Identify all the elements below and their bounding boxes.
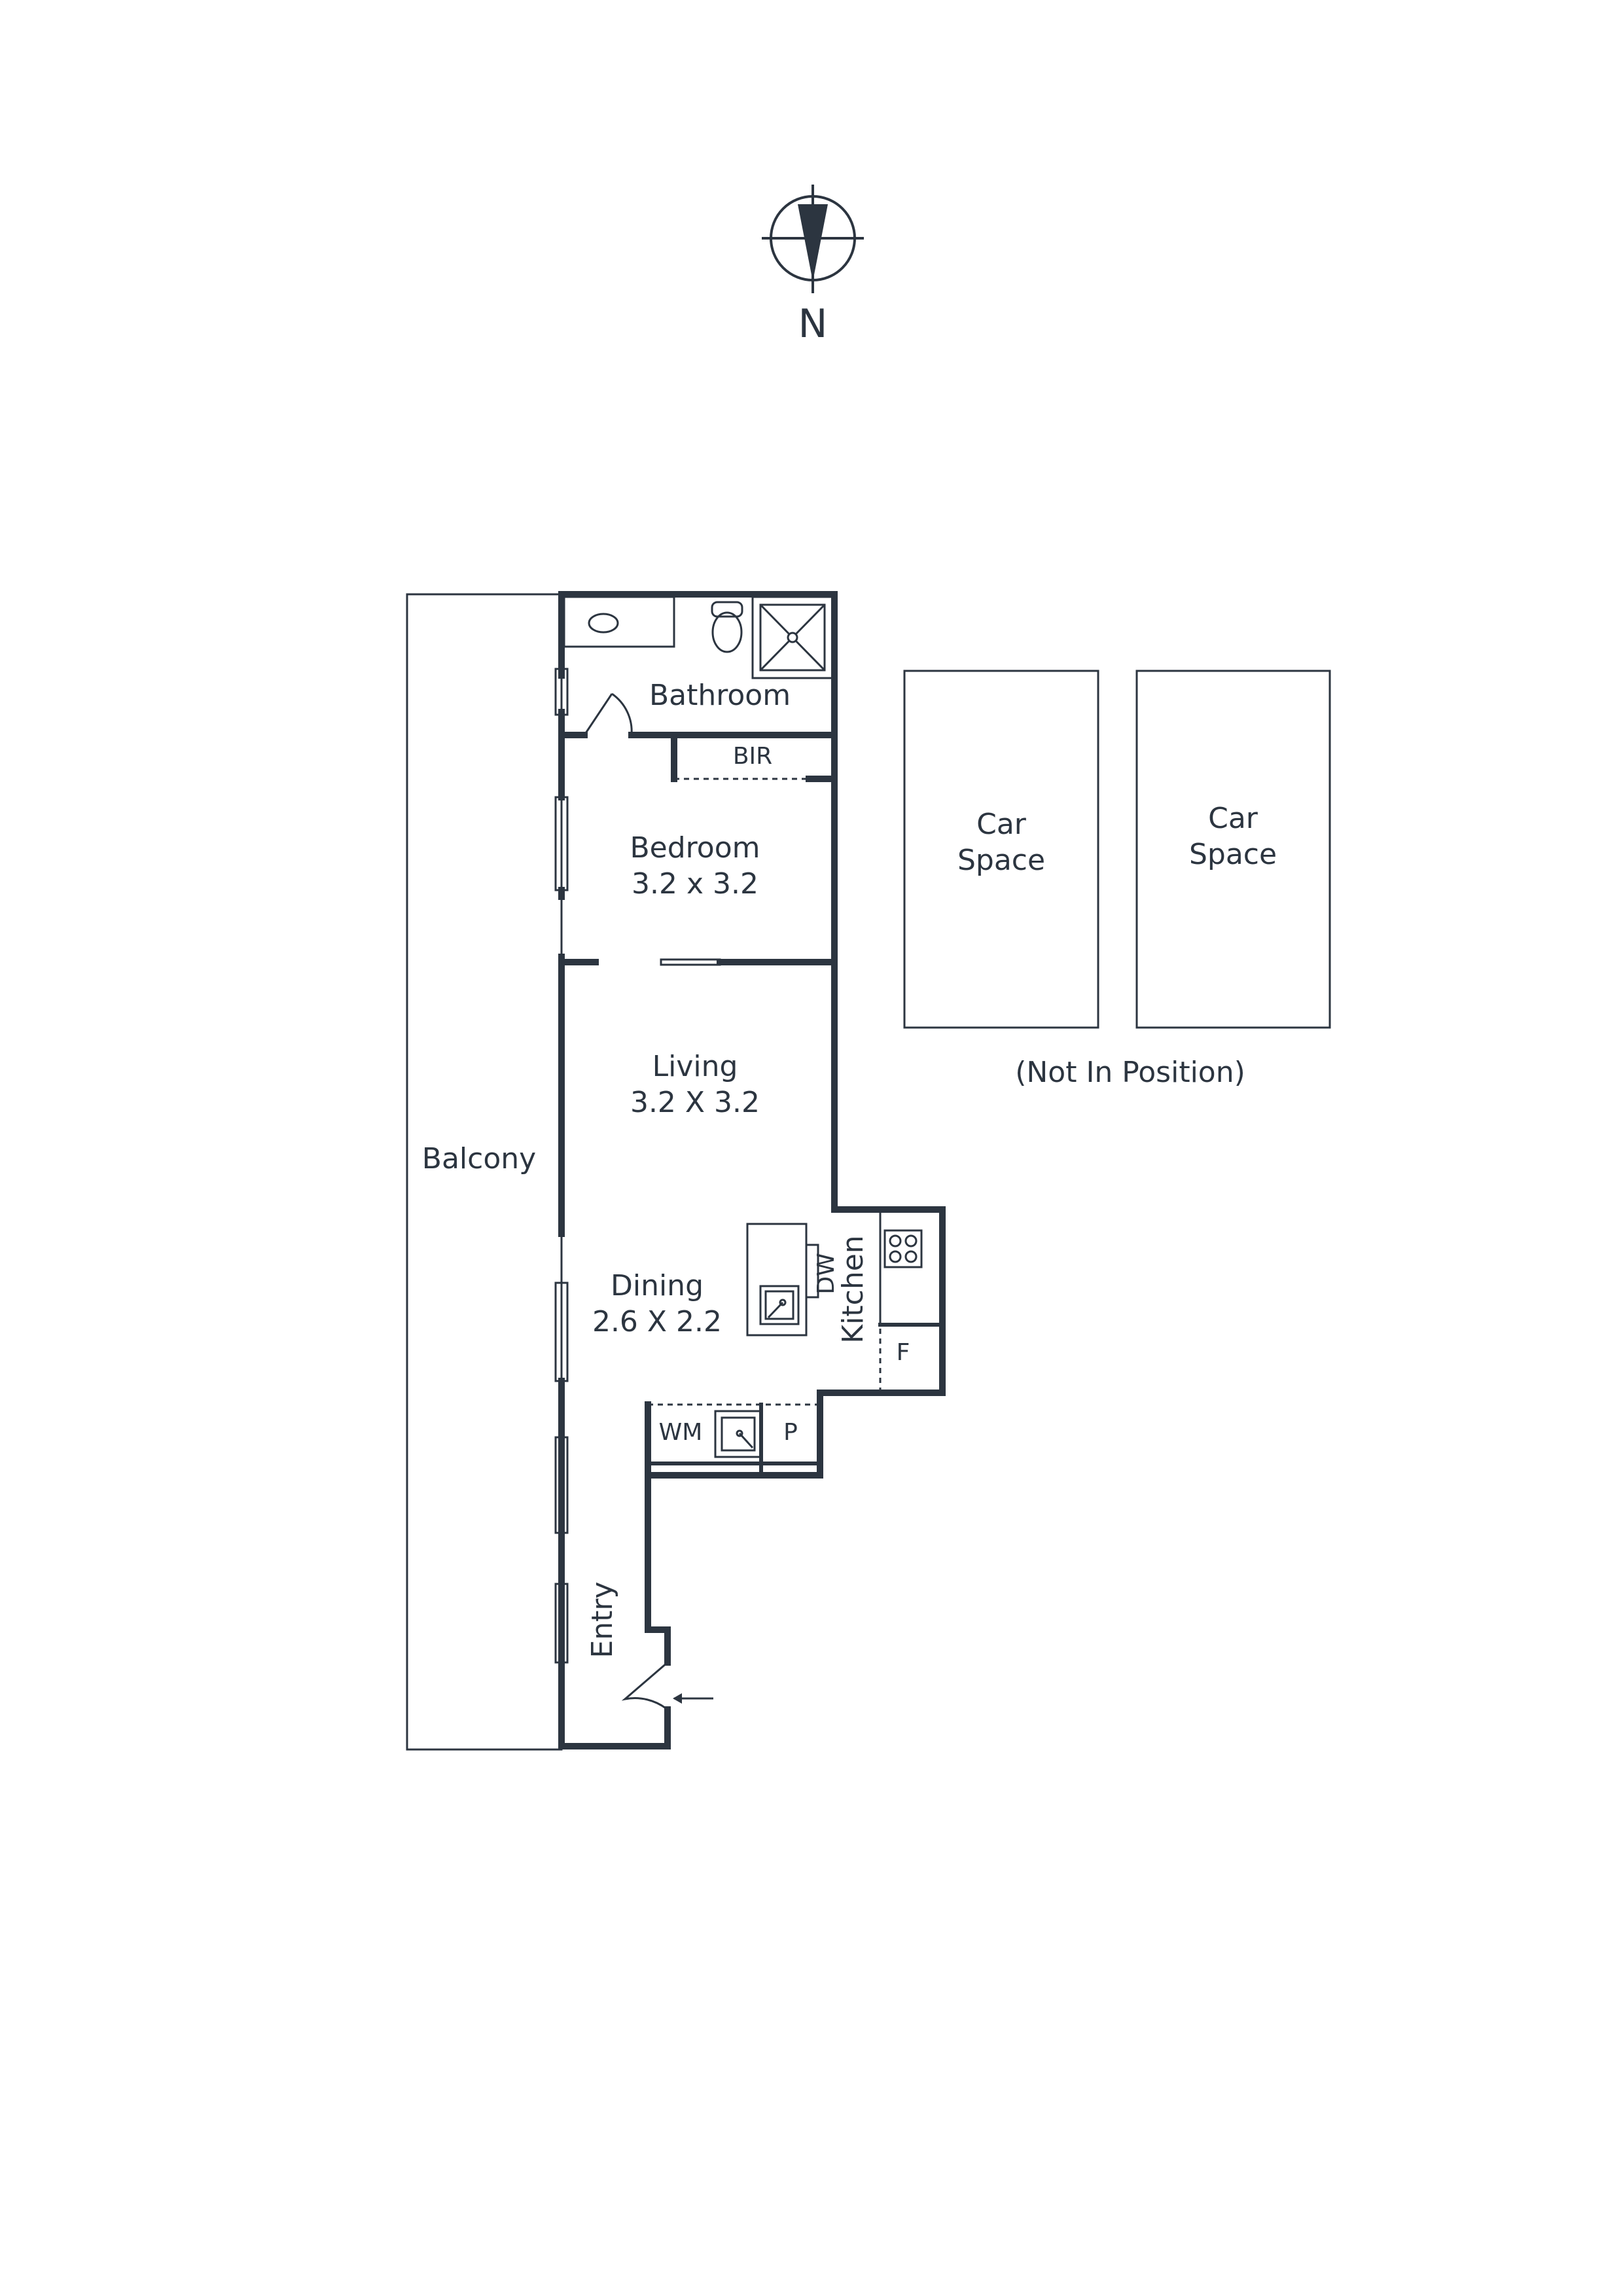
window xyxy=(554,1436,569,1534)
shower-inner xyxy=(759,603,826,672)
fridge-label: F xyxy=(897,1339,910,1366)
living-label: Living xyxy=(652,1050,738,1083)
window xyxy=(554,796,569,891)
burner-icon xyxy=(904,1250,918,1263)
kitchen-sink-icon xyxy=(764,1290,794,1320)
bathroom: Bathroom xyxy=(558,596,838,738)
car-space-2-line1: Car xyxy=(1208,802,1258,835)
east-wall xyxy=(558,591,946,1666)
living: Living 3.2 X 3.2 xyxy=(630,1050,760,1119)
kitchen: DW Kitchen F xyxy=(746,1208,944,1393)
compass-north-label: N xyxy=(798,301,828,347)
basin-icon xyxy=(588,613,619,634)
car-spaces: Car Space Car Space (Not In Position) xyxy=(903,670,1331,1089)
cooktop-icon xyxy=(883,1229,923,1268)
toilet-bowl-icon xyxy=(711,611,743,653)
south-wall xyxy=(558,1430,671,1749)
dining: Dining 2.6 X 2.2 xyxy=(592,1269,722,1338)
bedroom-label: Bedroom xyxy=(630,831,760,865)
dining-label: Dining xyxy=(611,1269,704,1302)
car-space-1 xyxy=(903,670,1099,1029)
burner-icon xyxy=(889,1234,902,1247)
laundry: WM P xyxy=(645,1401,822,1479)
bathroom-door-icon xyxy=(583,692,633,736)
bedroom-size: 3.2 x 3.2 xyxy=(632,867,758,901)
burner-icon xyxy=(904,1234,918,1247)
shower-outer xyxy=(751,596,834,679)
laundry-tub-icon xyxy=(721,1416,756,1452)
laundry-tub-outer xyxy=(714,1410,762,1458)
tap-head-icon xyxy=(779,1299,787,1306)
bir-label: BIR xyxy=(733,743,772,770)
bir: BIR xyxy=(671,735,838,782)
window xyxy=(554,1282,569,1382)
window xyxy=(554,1583,569,1664)
west-windows xyxy=(554,668,569,1664)
sliding-door-icon xyxy=(660,958,721,966)
entry: Entry xyxy=(586,1581,713,1711)
entry-door-icon xyxy=(621,1661,668,1711)
toilet-cistern-icon xyxy=(711,601,743,618)
dishwasher xyxy=(805,1244,819,1299)
kitchen-label: Kitchen xyxy=(836,1235,870,1343)
apartment-walls xyxy=(558,591,946,1749)
car-space-2 xyxy=(1135,670,1331,1029)
vanity xyxy=(563,596,675,648)
window xyxy=(554,668,569,716)
balcony-label: Balcony xyxy=(422,1142,536,1175)
car-space-2-line2: Space xyxy=(1189,838,1277,871)
compass-needle-icon xyxy=(798,204,828,281)
burner-icon xyxy=(889,1250,902,1263)
laundry-tap-head-icon xyxy=(736,1429,743,1437)
dining-size: 2.6 X 2.2 xyxy=(592,1305,722,1338)
bedroom: Bedroom 3.2 x 3.2 xyxy=(558,831,838,966)
bathroom-label: Bathroom xyxy=(649,679,791,712)
washing-machine-label: WM xyxy=(659,1419,703,1446)
dishwasher-label: DW xyxy=(813,1253,840,1294)
shower-drain-icon xyxy=(787,632,798,643)
kitchen-sink-outer xyxy=(759,1285,800,1325)
pantry-label: P xyxy=(783,1419,798,1446)
entry-arrow-icon xyxy=(673,1693,682,1704)
compass: N xyxy=(762,185,864,347)
entry-label: Entry xyxy=(586,1581,619,1658)
living-size: 3.2 X 3.2 xyxy=(630,1086,760,1119)
car-space-1-line1: Car xyxy=(976,808,1027,841)
car-space-1-line2: Space xyxy=(957,844,1045,877)
car-space-note: (Not In Position) xyxy=(1015,1056,1245,1089)
